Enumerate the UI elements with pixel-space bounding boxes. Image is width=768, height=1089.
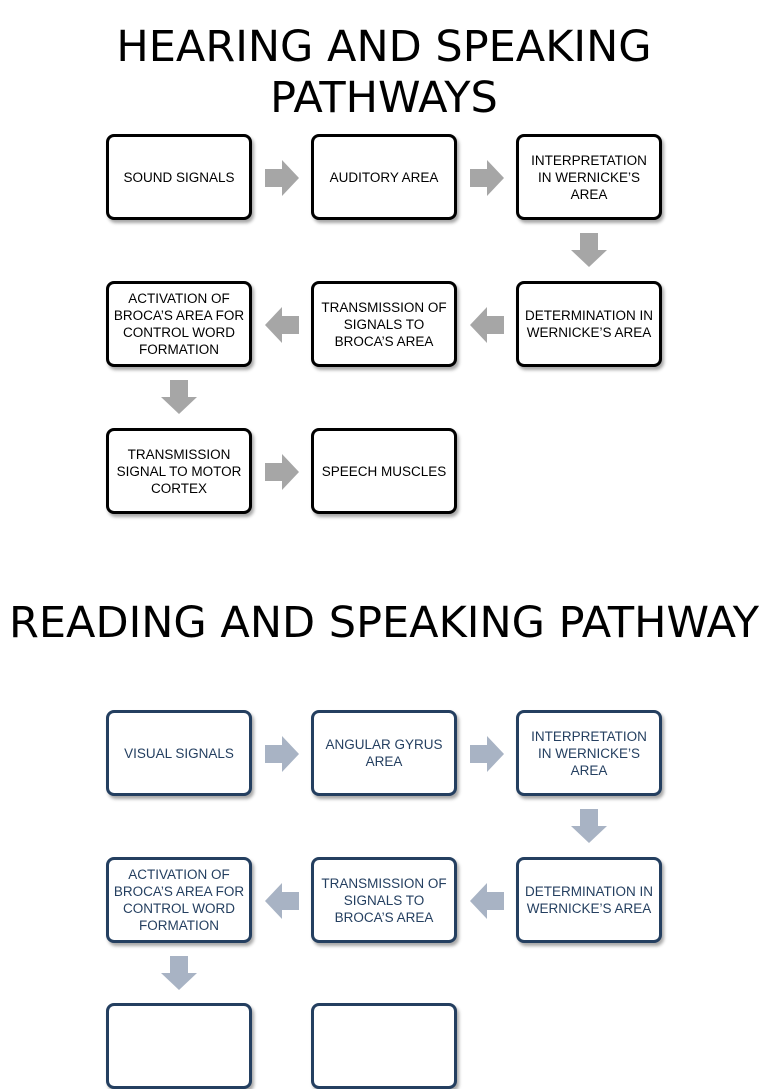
- node-partial-bottom-middle: [311, 1003, 457, 1089]
- node-interpretation-wernicke: INTERPRETATION IN WERNICKE’S AREA: [516, 710, 662, 796]
- arrow-right-icon: [470, 736, 504, 772]
- node-label: ANGULAR GYRUS AREA: [325, 737, 443, 769]
- node-label: DETERMINATION IN WERNICKE’S AREA: [525, 884, 653, 916]
- node-angular-gyrus: ANGULAR GYRUS AREA: [311, 710, 457, 796]
- reading-title: READING AND SPEAKING PATHWAY: [9, 598, 759, 648]
- node-label: TRANSMISSION OF SIGNALS TO BROCA’S AREA: [321, 875, 447, 925]
- node-activation-broca: ACTIVATION OF BROCA’S AREA FOR CONTROL W…: [106, 857, 252, 943]
- node-label: TRANSMISSION SIGNAL TO MOTOR CORTEX: [116, 446, 242, 496]
- node-label: SPEECH MUSCLES: [321, 463, 447, 479]
- arrow-left-icon: [265, 883, 299, 919]
- node-activation-broca: ACTIVATION OF BROCA’S AREA FOR CONTROL W…: [106, 281, 252, 367]
- arrow-right-icon: [265, 160, 299, 196]
- node-label: AUDITORY AREA: [329, 169, 439, 185]
- node-transmission-broca: TRANSMISSION OF SIGNALS TO BROCA’S AREA: [311, 857, 457, 943]
- node-label: TRANSMISSION OF SIGNALS TO BROCA’S AREA: [321, 299, 447, 349]
- arrow-right-icon: [265, 736, 299, 772]
- node-label: SOUND SIGNALS: [123, 169, 235, 185]
- arrow-left-icon: [265, 307, 299, 343]
- node-partial-bottom-left: [106, 1003, 252, 1089]
- node-label: ACTIVATION OF BROCA’S AREA FOR CONTROL W…: [113, 291, 245, 357]
- node-transmission-motor-cortex: TRANSMISSION SIGNAL TO MOTOR CORTEX: [106, 428, 252, 514]
- arrow-right-icon: [470, 160, 504, 196]
- node-label: INTERPRETATION IN WERNICKE’S AREA: [531, 152, 647, 202]
- arrow-down-icon: [161, 380, 197, 414]
- node-label: VISUAL SIGNALS: [124, 745, 234, 761]
- arrow-left-icon: [470, 883, 504, 919]
- arrow-left-icon: [470, 307, 504, 343]
- arrow-down-icon: [571, 809, 607, 843]
- node-determination-wernicke: DETERMINATION IN WERNICKE’S AREA: [516, 857, 662, 943]
- node-label: INTERPRETATION IN WERNICKE’S AREA: [531, 728, 647, 778]
- hearing-title: HEARING AND SPEAKING PATHWAYS: [116, 22, 652, 123]
- node-determination-wernicke: DETERMINATION IN WERNICKE’S AREA: [516, 281, 662, 367]
- node-label: DETERMINATION IN WERNICKE’S AREA: [525, 308, 653, 340]
- arrow-right-icon: [265, 454, 299, 490]
- node-auditory-area: AUDITORY AREA: [311, 134, 457, 220]
- arrow-down-icon: [161, 956, 197, 990]
- node-transmission-broca: TRANSMISSION OF SIGNALS TO BROCA’S AREA: [311, 281, 457, 367]
- node-sound-signals: SOUND SIGNALS: [106, 134, 252, 220]
- node-visual-signals: VISUAL SIGNALS: [106, 710, 252, 796]
- arrow-down-icon: [571, 233, 607, 267]
- node-speech-muscles: SPEECH MUSCLES: [311, 428, 457, 514]
- node-label: ACTIVATION OF BROCA’S AREA FOR CONTROL W…: [113, 867, 245, 933]
- node-interpretation-wernicke: INTERPRETATION IN WERNICKE’S AREA: [516, 134, 662, 220]
